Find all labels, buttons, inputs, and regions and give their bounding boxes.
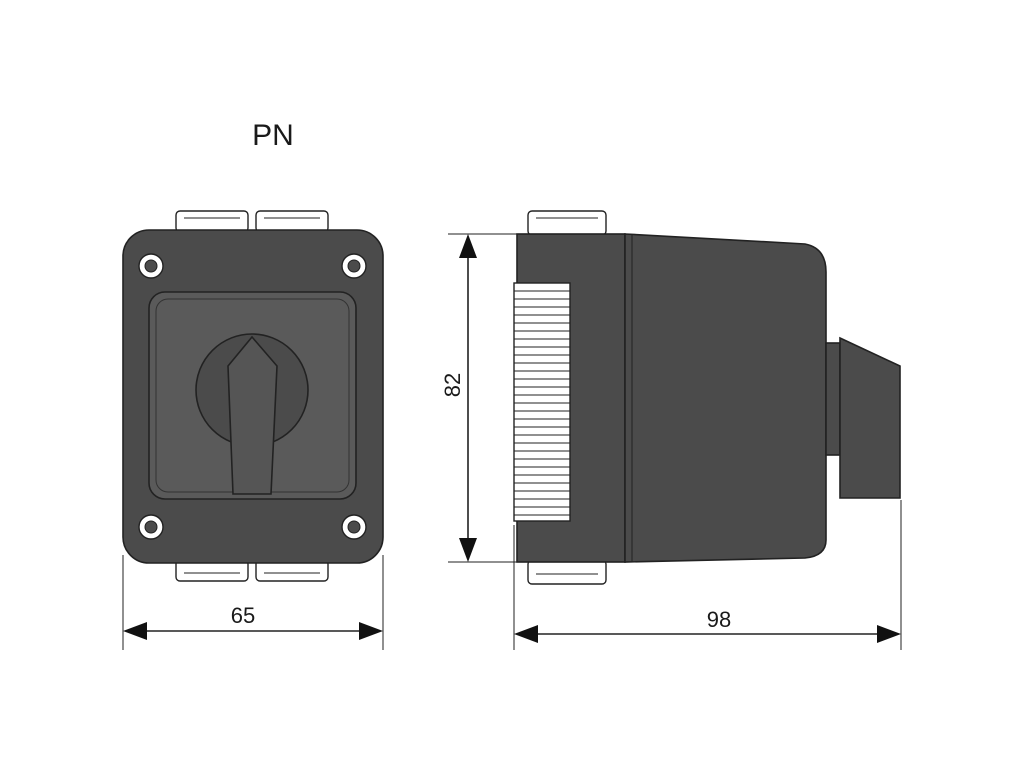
mounting-fins (513, 282, 571, 522)
top-cable-glands (175, 210, 329, 233)
side-knob-handle[interactable] (839, 336, 901, 499)
side-knob-collar (825, 342, 841, 456)
side-top-gland (527, 210, 607, 236)
screw-bottom-left (138, 514, 164, 540)
screw-bottom-right (341, 514, 367, 540)
front-view (122, 210, 384, 582)
dimension-lines (122, 233, 902, 650)
screw-top-left (138, 253, 164, 279)
side-bottom-gland (527, 559, 607, 585)
screw-top-right (341, 253, 367, 279)
side-view (513, 210, 901, 585)
dimension-height-label: 82 (440, 373, 465, 397)
rotary-knob-handle[interactable] (227, 335, 278, 495)
drawing-title: PN (252, 119, 294, 152)
dimension-depth-label: 98 (707, 607, 731, 632)
side-front-cover (624, 233, 827, 563)
dimension-width-label: 65 (231, 603, 255, 628)
